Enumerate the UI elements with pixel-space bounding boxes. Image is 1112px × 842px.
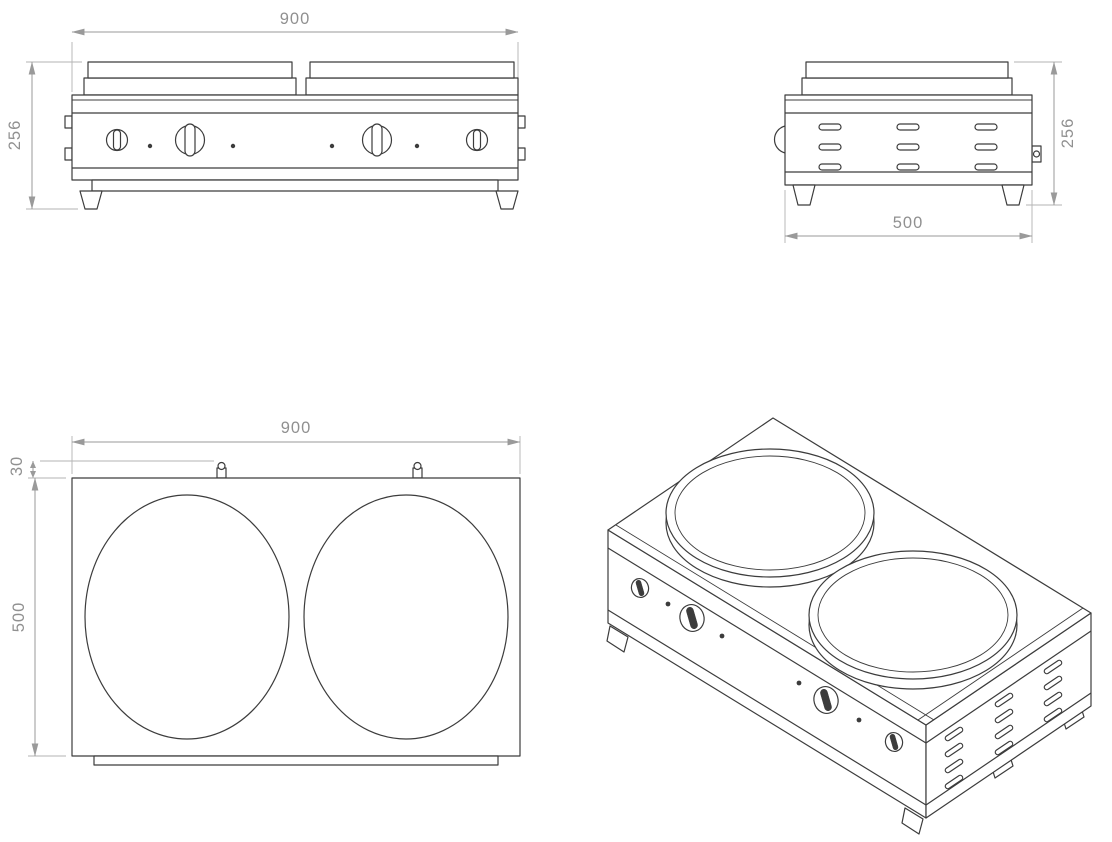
vent-slot bbox=[818, 123, 842, 131]
top-plate-right bbox=[303, 494, 509, 740]
side-foot-right bbox=[1001, 184, 1025, 206]
side-plate-rim bbox=[801, 77, 1013, 96]
iso-indicator-dot bbox=[719, 633, 725, 639]
side-plate-top bbox=[805, 61, 1009, 79]
front-foot-right bbox=[495, 190, 519, 210]
front-view: 900 256 bbox=[6, 10, 526, 210]
iso-indicator-dot bbox=[665, 601, 671, 607]
top-offset-label: 30 bbox=[8, 456, 26, 476]
top-width-dimension: 900 bbox=[71, 419, 521, 474]
iso-indicator-dot bbox=[856, 717, 862, 723]
top-base-rail bbox=[93, 755, 499, 766]
front-plate-right-top bbox=[309, 61, 515, 79]
vent-slot bbox=[1043, 675, 1063, 691]
front-width-label: 900 bbox=[280, 10, 311, 28]
top-object bbox=[71, 461, 521, 766]
top-offset-dimension: 30 bbox=[8, 456, 214, 478]
vent-slot bbox=[818, 163, 842, 171]
front-knob-small-1 bbox=[105, 128, 129, 152]
top-view: 900 30 500 bbox=[8, 419, 521, 766]
iso-knob-small-2 bbox=[884, 731, 904, 753]
top-knob-right-cap bbox=[413, 461, 422, 471]
front-left-hinge-upper bbox=[64, 115, 73, 129]
top-depth-dimension: 500 bbox=[10, 477, 66, 757]
front-right-hinge-lower bbox=[517, 147, 526, 161]
vent-slot bbox=[944, 742, 964, 758]
front-right-hinge-upper bbox=[517, 115, 526, 129]
front-foot-left bbox=[79, 190, 103, 210]
side-foot-left bbox=[792, 184, 816, 206]
front-base-rail bbox=[91, 179, 499, 192]
vent-slot bbox=[896, 123, 920, 131]
vent-slot bbox=[1043, 659, 1063, 675]
front-knob-small-2 bbox=[465, 128, 489, 152]
front-knob-large-1 bbox=[174, 123, 206, 157]
side-depth-dimension: 500 bbox=[784, 190, 1033, 243]
vent-slot bbox=[974, 163, 998, 171]
iso-plate-front bbox=[808, 550, 1018, 690]
side-view: 256 500 bbox=[773, 61, 1077, 243]
front-knob-large-2 bbox=[361, 123, 393, 157]
top-plate-left bbox=[84, 494, 290, 740]
top-width-label: 900 bbox=[281, 419, 312, 437]
vent-slot bbox=[974, 123, 998, 131]
vent-slot bbox=[1043, 691, 1063, 707]
isometric-view bbox=[606, 417, 1092, 835]
front-indicator-dot bbox=[414, 143, 420, 149]
front-height-label: 256 bbox=[6, 120, 24, 151]
iso-object bbox=[606, 417, 1092, 835]
front-plate-left-top bbox=[87, 61, 293, 79]
side-handle bbox=[773, 125, 786, 154]
front-indicator-dot bbox=[329, 143, 335, 149]
front-plate-left-rim bbox=[83, 77, 297, 96]
side-depth-label: 500 bbox=[893, 214, 924, 232]
iso-indicator-dot bbox=[796, 680, 802, 686]
side-object bbox=[773, 61, 1042, 206]
side-connector-hole bbox=[1032, 150, 1041, 158]
vent-slot bbox=[944, 758, 964, 774]
front-indicator-dot bbox=[230, 143, 236, 149]
vent-slot bbox=[974, 143, 998, 151]
iso-foot-left bbox=[606, 625, 629, 653]
iso-knob-large-2 bbox=[813, 686, 839, 714]
iso-knob-small-1 bbox=[630, 577, 650, 599]
side-height-label: 256 bbox=[1059, 118, 1077, 149]
front-body bbox=[71, 94, 519, 181]
vent-slot bbox=[896, 143, 920, 151]
side-vents bbox=[818, 123, 998, 171]
front-left-hinge-lower bbox=[64, 147, 73, 161]
iso-plate-back bbox=[665, 448, 875, 588]
front-plate-right-rim bbox=[305, 77, 519, 96]
vent-slot bbox=[994, 708, 1014, 724]
front-indicator-dot bbox=[147, 143, 153, 149]
vent-slot bbox=[1043, 707, 1063, 723]
vent-slot bbox=[994, 740, 1014, 756]
iso-foot-front bbox=[901, 807, 924, 835]
top-knob-left-cap bbox=[217, 461, 226, 471]
vent-slot bbox=[944, 726, 964, 742]
vent-slot bbox=[896, 163, 920, 171]
side-height-dimension: 256 bbox=[1014, 61, 1077, 206]
front-object bbox=[64, 61, 526, 210]
vent-slot bbox=[994, 724, 1014, 740]
vent-slot bbox=[944, 774, 964, 790]
top-depth-label: 500 bbox=[10, 602, 28, 633]
iso-vents bbox=[944, 659, 1063, 790]
front-height-dimension: 256 bbox=[6, 61, 82, 210]
vent-slot bbox=[818, 143, 842, 151]
front-width-dimension: 900 bbox=[71, 10, 519, 92]
vent-slot bbox=[994, 692, 1014, 708]
iso-knob-large-1 bbox=[679, 604, 705, 632]
